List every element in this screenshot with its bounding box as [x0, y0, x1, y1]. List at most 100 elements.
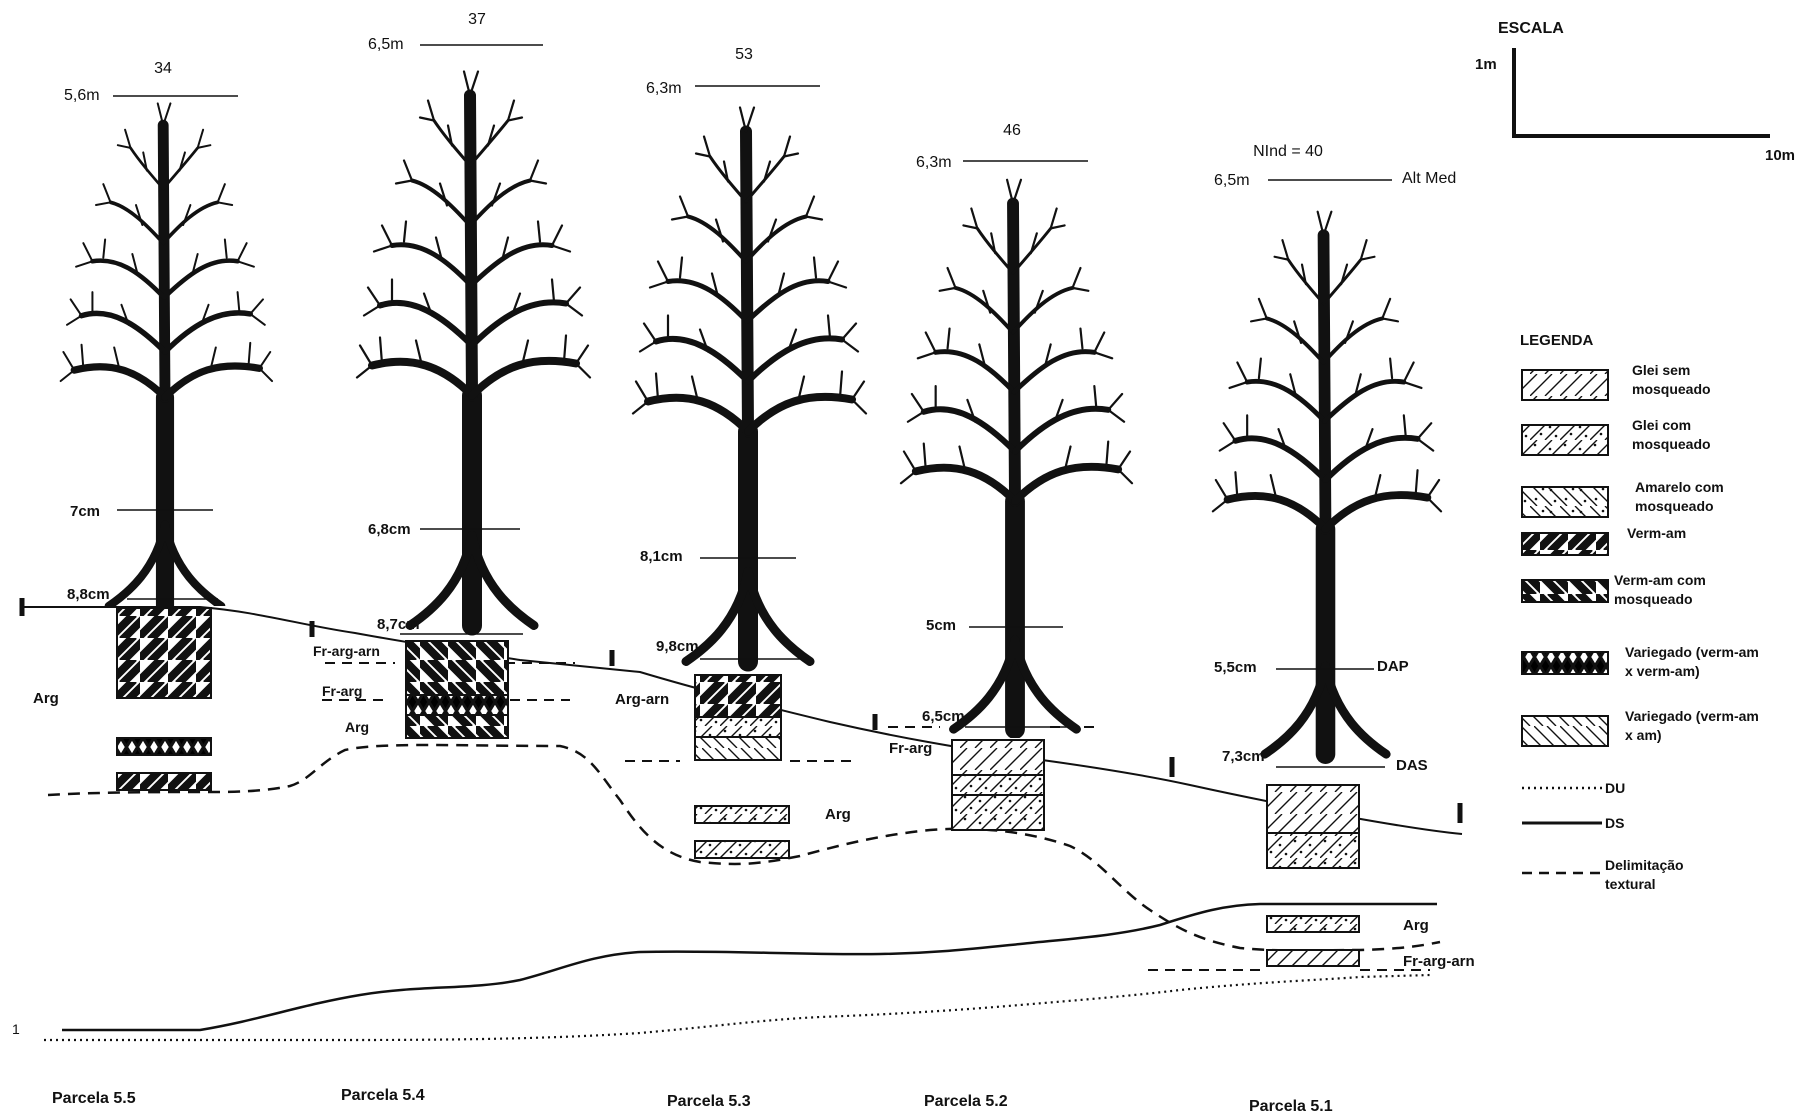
legend-swatch-glei-mosq	[1521, 424, 1609, 456]
n-ind-label: 34	[154, 60, 172, 77]
n-ind-label: 46	[1003, 122, 1021, 139]
legend-title: LEGENDA	[1520, 332, 1594, 349]
das-value: 7,3cm	[1222, 748, 1265, 765]
texture-label: Arg	[345, 719, 369, 735]
das-tag: DAS	[1396, 757, 1428, 774]
tree-parcela-5-4	[357, 72, 590, 626]
dap-value: 7cm	[70, 503, 100, 520]
texture-label: Arg	[33, 690, 59, 707]
parcela-5-2-labels: 46 6,3m 5cm 6,5cm Fr-arg Parcela 5.2	[889, 122, 1021, 1110]
alt-med-value: 6,3m	[646, 80, 682, 97]
horizon-dashes	[322, 662, 1430, 971]
soil-layer	[405, 714, 509, 739]
du-line	[44, 973, 1431, 1042]
soil-columns	[116, 607, 1360, 967]
soil-layer	[694, 716, 782, 738]
texture-label: Arg	[825, 806, 851, 823]
ds-line	[62, 902, 1437, 1032]
parcel-label: Parcela 5.4	[341, 1087, 425, 1104]
axis-mark: 1	[12, 1021, 20, 1037]
legend-swatch-verm-am-mosq	[1521, 579, 1609, 603]
n-ind-label: NInd = 40	[1253, 143, 1323, 160]
measurement-lines	[113, 44, 1392, 768]
legend-label-verm-am-mosq: mosqueado	[1614, 591, 1693, 607]
legend-label-variegado-va: Variegado (verm-am	[1625, 708, 1759, 724]
tree-parcela-5-5	[61, 103, 272, 606]
parcel-label: Parcela 5.2	[924, 1093, 1008, 1110]
legend-label-glei-mosq: mosqueado	[1632, 436, 1711, 452]
legend-label-amarelo-mosq: mosqueado	[1635, 498, 1714, 514]
legend-label-glei: Glei sem	[1632, 362, 1690, 378]
parcel-label: Parcela 5.1	[1249, 1098, 1333, 1114]
dap-value: 6,8cm	[368, 521, 411, 538]
soil-layer	[694, 674, 782, 718]
soil-layer	[116, 737, 212, 756]
legend-swatch-glei	[1521, 369, 1609, 401]
soil-layer	[694, 840, 790, 859]
soil-layer	[694, 805, 790, 824]
soil-layer	[951, 739, 1045, 776]
parcela-5-5-labels: 34 5,6m 7cm 8,8cm Arg Parcela 5.5	[33, 60, 172, 1107]
legend-swatch-variegado-va	[1521, 715, 1609, 747]
das-value: 6,5cm	[922, 708, 965, 725]
parcela-5-4-labels: 37 6,5m 6,8cm 8,7cm Fr-arg-arn Fr-arg Ar…	[313, 11, 486, 1104]
das-value: 8,8cm	[67, 586, 110, 603]
soil-layer	[951, 774, 1045, 796]
legend-label-variegado-vv: x verm-am)	[1625, 663, 1700, 679]
scale-horizontal-label: 10m	[1765, 147, 1795, 164]
legend-label-glei-mosq: Glei com	[1632, 417, 1691, 433]
legend-line-label-dashed: Delimitação	[1605, 857, 1684, 873]
scale-bar: ESCALA 1m 10m	[1475, 20, 1795, 164]
soil-layer	[1266, 949, 1360, 967]
scale-title: ESCALA	[1498, 20, 1564, 37]
legend-label-glei: mosqueado	[1632, 381, 1711, 397]
texture-label: Fr-arg-arn	[313, 643, 380, 659]
soil-layer	[1266, 915, 1360, 933]
alt-med-tag: Alt Med	[1402, 170, 1456, 187]
tree-parcela-5-2	[901, 180, 1132, 729]
legend-label-amarelo-mosq: Amarelo com	[1635, 479, 1724, 495]
soil-layer	[694, 736, 782, 761]
alt-med-value: 5,6m	[64, 87, 100, 104]
dap-value: 5cm	[926, 617, 956, 634]
dap-value: 8,1cm	[640, 548, 683, 565]
legend-swatch-variegado-vv	[1521, 651, 1609, 675]
legend-label-variegado-vv: Variegado (verm-am	[1625, 644, 1759, 660]
alt-med-value: 6,3m	[916, 154, 952, 171]
das-value: 8,7cm	[377, 616, 420, 633]
alt-med-value: 6,5m	[1214, 172, 1250, 189]
soil-layer	[1266, 784, 1360, 834]
legend-line-label-solid: DS	[1605, 815, 1624, 831]
n-ind-label: 37	[468, 11, 486, 28]
texture-label: Arg	[1403, 917, 1429, 934]
soil-layer	[1266, 832, 1360, 869]
parcel-label: Parcela 5.3	[667, 1093, 751, 1110]
parcela-5-1-labels: NInd = 40 6,5m Alt Med 5,5cm DAP 7,3cm D…	[1214, 143, 1475, 1114]
soil-layer	[405, 640, 509, 696]
soil-layer	[951, 794, 1045, 831]
legend-label-verm-am-mosq: Verm-am com	[1614, 572, 1706, 588]
texture-label: Fr-arg-arn	[1403, 953, 1475, 970]
textural-delimitation-line	[47, 743, 1441, 952]
legend-swatch-amarelo-mosq	[1521, 486, 1609, 518]
tree-parcela-5-3	[633, 108, 866, 662]
n-ind-label: 53	[735, 46, 753, 63]
parcel-label: Parcela 5.5	[52, 1090, 136, 1107]
legend-swatch-verm-am	[1521, 532, 1609, 556]
dap-tag: DAP	[1377, 658, 1409, 675]
legend-line-label-dotted: DU	[1605, 780, 1625, 796]
scale-vertical-label: 1m	[1475, 56, 1497, 73]
texture-label: Fr-arg	[322, 683, 362, 699]
das-value: 9,8cm	[656, 638, 699, 655]
alt-med-value: 6,5m	[368, 36, 404, 53]
soil-layer	[116, 772, 212, 791]
soil-layer	[405, 694, 509, 716]
legend-label-verm-am: Verm-am	[1627, 525, 1686, 541]
texture-label: Arg-arn	[615, 691, 669, 708]
texture-label: Fr-arg	[889, 740, 932, 757]
soil-layer	[116, 607, 212, 699]
parcela-5-3-labels: 53 6,3m 8,1cm 9,8cm Arg-arn Arg Parcela …	[615, 46, 851, 1110]
legend-line-label-dashed: textural	[1605, 876, 1656, 892]
